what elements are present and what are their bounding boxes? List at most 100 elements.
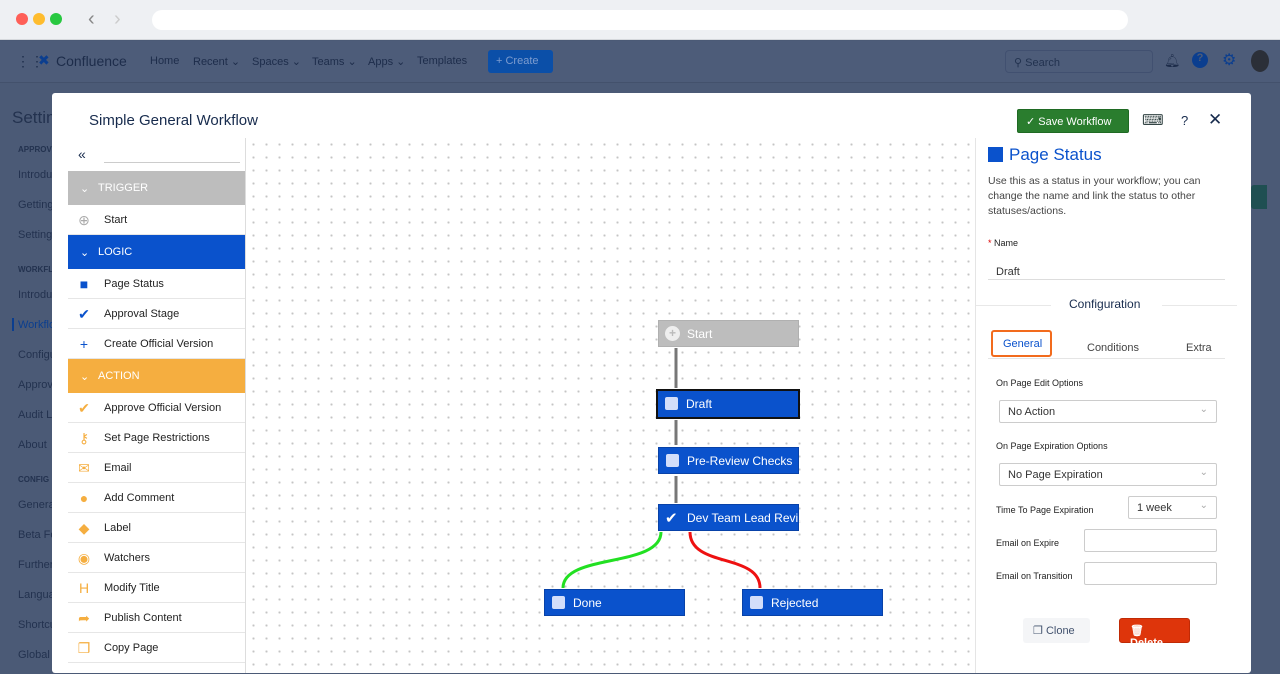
palette-section-action[interactable]: ⌄ACTION: [68, 359, 245, 393]
bg-sidebar-item[interactable]: Introdu: [18, 289, 53, 301]
palette-item-label: Start: [104, 214, 128, 226]
palette-item[interactable]: +Create Official Version: [68, 329, 245, 359]
palette-item[interactable]: ❐Copy Page: [68, 633, 245, 663]
node-label: Pre-Review Checks: [687, 454, 793, 468]
node-pre-review-checks[interactable]: Pre-Review Checks: [658, 447, 799, 474]
time-to-expiration-select[interactable]: 1 week⌄: [1128, 496, 1217, 519]
palette-section-trigger[interactable]: ⌄TRIGGER: [68, 171, 245, 205]
palette-item-label: Add Comment: [104, 492, 175, 504]
tab-extra[interactable]: Extra: [1186, 342, 1212, 354]
palette-item[interactable]: ✔ Approve Official Version: [68, 393, 245, 423]
props-title: Page Status: [1009, 145, 1102, 164]
name-label: Name: [994, 238, 1019, 248]
nav-spaces[interactable]: Spaces ⌄: [252, 56, 301, 68]
bg-sidebar-item[interactable]: Getting: [18, 199, 54, 211]
node-draft[interactable]: Draft: [656, 389, 800, 419]
help-button[interactable]: ?: [1181, 113, 1189, 128]
plus-icon: +: [79, 336, 89, 352]
plus-circle-icon: +: [665, 326, 680, 341]
close-icon[interactable]: ✕: [1208, 110, 1223, 129]
plus-circle-icon: ⊕: [78, 212, 90, 228]
bg-sidebar-item[interactable]: Langua: [18, 589, 55, 601]
node-rejected[interactable]: Rejected: [742, 589, 883, 616]
clone-button[interactable]: ❐ Clone: [1023, 618, 1090, 643]
nav-home[interactable]: Home: [150, 55, 180, 67]
nav-apps[interactable]: Apps ⌄: [368, 56, 406, 68]
nav-templates[interactable]: Templates: [417, 55, 468, 67]
bg-sidebar-item[interactable]: Audit L: [18, 409, 53, 421]
name-input[interactable]: Draft: [988, 260, 1225, 280]
bg-sidebar-item[interactable]: Approv: [18, 379, 53, 391]
collapse-palette-button[interactable]: «: [78, 146, 86, 162]
palette-section-logic[interactable]: ⌄LOGIC: [68, 235, 245, 269]
palette-item[interactable]: ✔Approval Stage: [68, 299, 245, 329]
chevron-down-icon: ⌄: [1199, 500, 1208, 511]
tab-general[interactable]: General: [991, 330, 1052, 357]
maximize-window-button[interactable]: [50, 13, 62, 25]
bg-sidebar-item[interactable]: Configu: [18, 349, 56, 361]
status-square-icon: [750, 596, 763, 609]
palette-item-label: Page Status: [104, 278, 164, 290]
avatar[interactable]: [1251, 50, 1269, 72]
palette-item-label: Approval Stage: [104, 308, 180, 320]
bg-sidebar-item[interactable]: Setting: [18, 229, 53, 241]
palette-item[interactable]: ◉Watchers: [68, 543, 245, 573]
check-icon: ✔: [78, 400, 90, 416]
nav-teams[interactable]: Teams ⌄: [312, 56, 357, 68]
palette-item[interactable]: ■Page Status: [68, 269, 245, 299]
help-icon[interactable]: ?: [1192, 52, 1208, 68]
back-icon[interactable]: ‹: [88, 8, 95, 30]
bg-sidebar-item[interactable]: Genera: [18, 499, 55, 511]
create-button[interactable]: + Create: [488, 50, 553, 73]
keyboard-icon[interactable]: ⌨: [1142, 112, 1164, 129]
palette-item[interactable]: ⚷Set Page Restrictions: [68, 423, 245, 453]
bg-sidebar-item[interactable]: Workflo: [18, 319, 56, 331]
forward-icon[interactable]: ›: [114, 8, 121, 30]
address-bar[interactable]: [152, 10, 1128, 30]
time-to-expiration-label: Time To Page Expiration: [996, 505, 1094, 515]
email-on-expire-input[interactable]: [1084, 529, 1217, 552]
delete-button[interactable]: 🗑︎ Delete: [1119, 618, 1190, 649]
palette-item-label: Approve Official Version: [104, 402, 222, 414]
palette-item[interactable]: ⊕ Start: [68, 205, 245, 235]
palette-item[interactable]: ✉Email: [68, 453, 245, 483]
palette-item[interactable]: ●Add Comment: [68, 483, 245, 513]
search-input[interactable]: ⚲ Search: [1005, 50, 1153, 73]
trash-icon: 🗑︎: [1130, 625, 1144, 637]
close-window-button[interactable]: [16, 13, 28, 25]
active-indicator: [12, 318, 14, 331]
key-icon: ⚷: [78, 430, 90, 446]
node-start[interactable]: + Start: [658, 320, 799, 347]
palette-item[interactable]: ◆Label: [68, 513, 245, 543]
save-workflow-button[interactable]: ✓ Save Workflow: [1017, 109, 1129, 133]
brand[interactable]: Confluence: [56, 53, 127, 69]
nav-recent[interactable]: Recent ⌄: [193, 56, 241, 68]
settings-gear-icon[interactable]: ⚙: [1222, 52, 1237, 69]
check-icon: ✔: [665, 510, 678, 527]
tabs-divider: [988, 358, 1225, 359]
bg-sidebar-item[interactable]: About: [18, 439, 47, 451]
email-on-transition-input[interactable]: [1084, 562, 1217, 585]
app-grid-icon[interactable]: ⋮⋮: [16, 53, 44, 69]
palette-search-input[interactable]: [104, 162, 240, 163]
divider: [976, 305, 1051, 306]
expiration-options-select[interactable]: No Page Expiration⌄: [999, 463, 1217, 486]
bg-sidebar-item[interactable]: Global: [18, 649, 50, 661]
tab-conditions[interactable]: Conditions: [1087, 342, 1139, 354]
bg-sidebar-item[interactable]: Beta Fe: [18, 529, 57, 541]
node-label: Rejected: [771, 596, 819, 610]
bg-sidebar-item[interactable]: Further: [18, 559, 54, 571]
bg-sidebar-item[interactable]: Shortcu: [18, 619, 56, 631]
notifications-icon[interactable]: 🔔︎: [1164, 53, 1181, 68]
node-dev-team-lead-review[interactable]: ✔Dev Team Lead Revi...: [658, 504, 808, 531]
minimize-window-button[interactable]: [33, 13, 45, 25]
workflow-canvas[interactable]: + Start Draft Pre-Review Checks ✔Dev Tea…: [247, 138, 974, 673]
palette-item[interactable]: ➦Publish Content: [68, 603, 245, 633]
node-done[interactable]: Done: [544, 589, 685, 616]
confluence-logo-icon: ✖: [38, 52, 50, 68]
edit-options-select[interactable]: No Action⌄: [999, 400, 1217, 423]
bg-sidebar-item[interactable]: Introdu: [18, 169, 53, 181]
email-on-transition-label: Email on Transition: [996, 571, 1073, 581]
bg-settings-title: Settin: [12, 108, 56, 127]
